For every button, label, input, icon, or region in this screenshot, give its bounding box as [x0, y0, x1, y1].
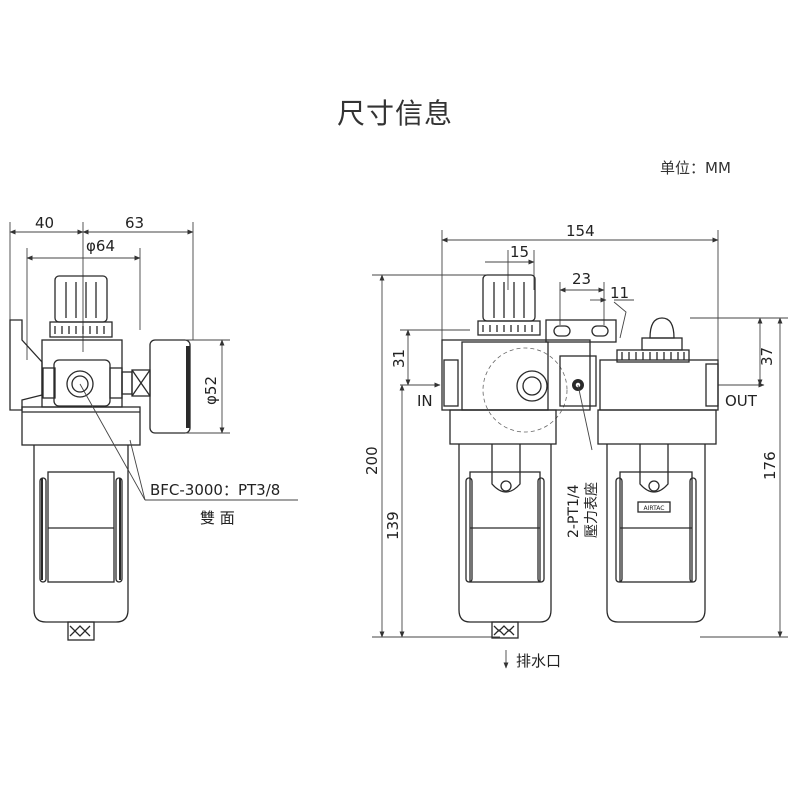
dim-15: 15: [510, 243, 529, 261]
dim-31: 31: [390, 349, 408, 368]
dim-phi64: φ64: [86, 237, 115, 255]
dim-200: 200: [363, 446, 381, 475]
gauge-port-line1: 2-PT1/4: [566, 484, 582, 538]
port-note-sub: 雙 面: [200, 509, 235, 527]
in-label: IN: [417, 392, 433, 410]
unit-label: 单位：MM: [660, 159, 731, 177]
dim-139: 139: [384, 511, 402, 540]
dim-11: 11: [610, 284, 629, 302]
drain-label: 排水口: [516, 652, 561, 670]
dim-176: 176: [761, 451, 779, 480]
gauge-port-line2: 壓力表座: [584, 482, 600, 538]
dim-23: 23: [572, 270, 591, 288]
brand-mark: AIRTAC: [644, 505, 665, 512]
right-view-frl-unit: 154 15 23 11 200 31: [363, 222, 788, 670]
dim-154: 154: [566, 222, 595, 240]
dim-63: 63: [125, 214, 144, 232]
dim-phi52: φ52: [202, 376, 220, 405]
left-view-filter-regulator: 40 63 φ64: [9, 214, 298, 641]
dim-40: 40: [35, 214, 54, 232]
dim-37: 37: [758, 347, 776, 366]
port-note: BFC-3000：PT3/8: [150, 481, 280, 499]
out-label: OUT: [725, 392, 758, 410]
page-title: 尺寸信息: [336, 97, 453, 130]
